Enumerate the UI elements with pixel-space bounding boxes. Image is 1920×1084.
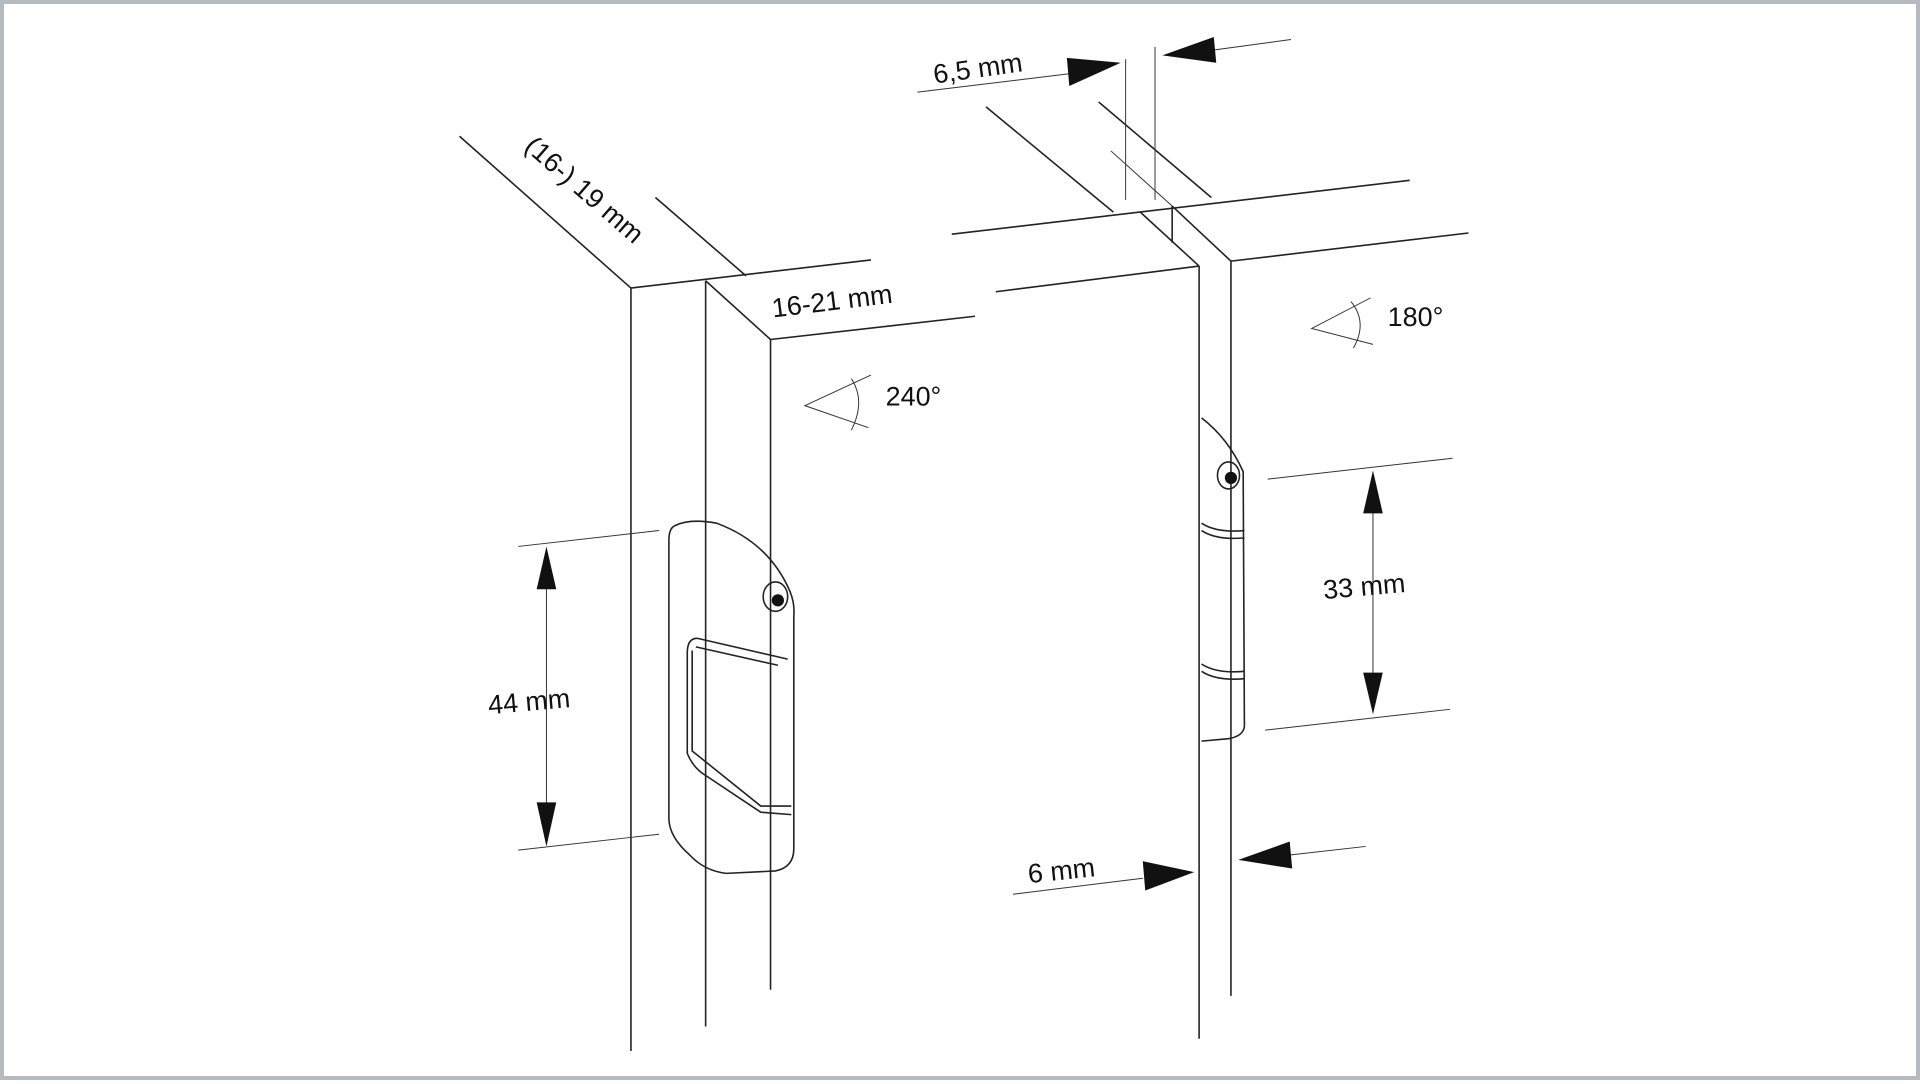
angle-240-icon (803, 374, 872, 431)
label-angle-left: 240° (886, 382, 942, 412)
label-height-right: 33 mm (1322, 568, 1407, 605)
hinge-dimension-diagram: (16-) 19 mm 16-21 mm 240° 44 mm 6,5 mm 1… (458, 37, 1469, 1051)
dimension-33mm (1265, 457, 1453, 731)
dimension-44mm (518, 530, 660, 851)
right-cabinet-panels (951, 46, 1469, 1039)
right-hinge (1201, 417, 1246, 742)
label-height-left: 44 mm (487, 683, 572, 720)
label-thickness-left: (16-) 19 mm (519, 130, 649, 249)
left-hinge (668, 520, 795, 875)
label-gap-top: 6,5 mm (931, 47, 1024, 89)
label-overlay: 16-21 mm (770, 279, 894, 324)
dimension-6-5mm (917, 37, 1292, 93)
label-gap-bottom: 6 mm (1026, 852, 1096, 889)
label-angle-right: 180° (1388, 302, 1444, 332)
left-cabinet-panels (458, 135, 976, 1051)
dimension-6mm (1012, 841, 1366, 895)
angle-180-icon (1310, 297, 1374, 349)
